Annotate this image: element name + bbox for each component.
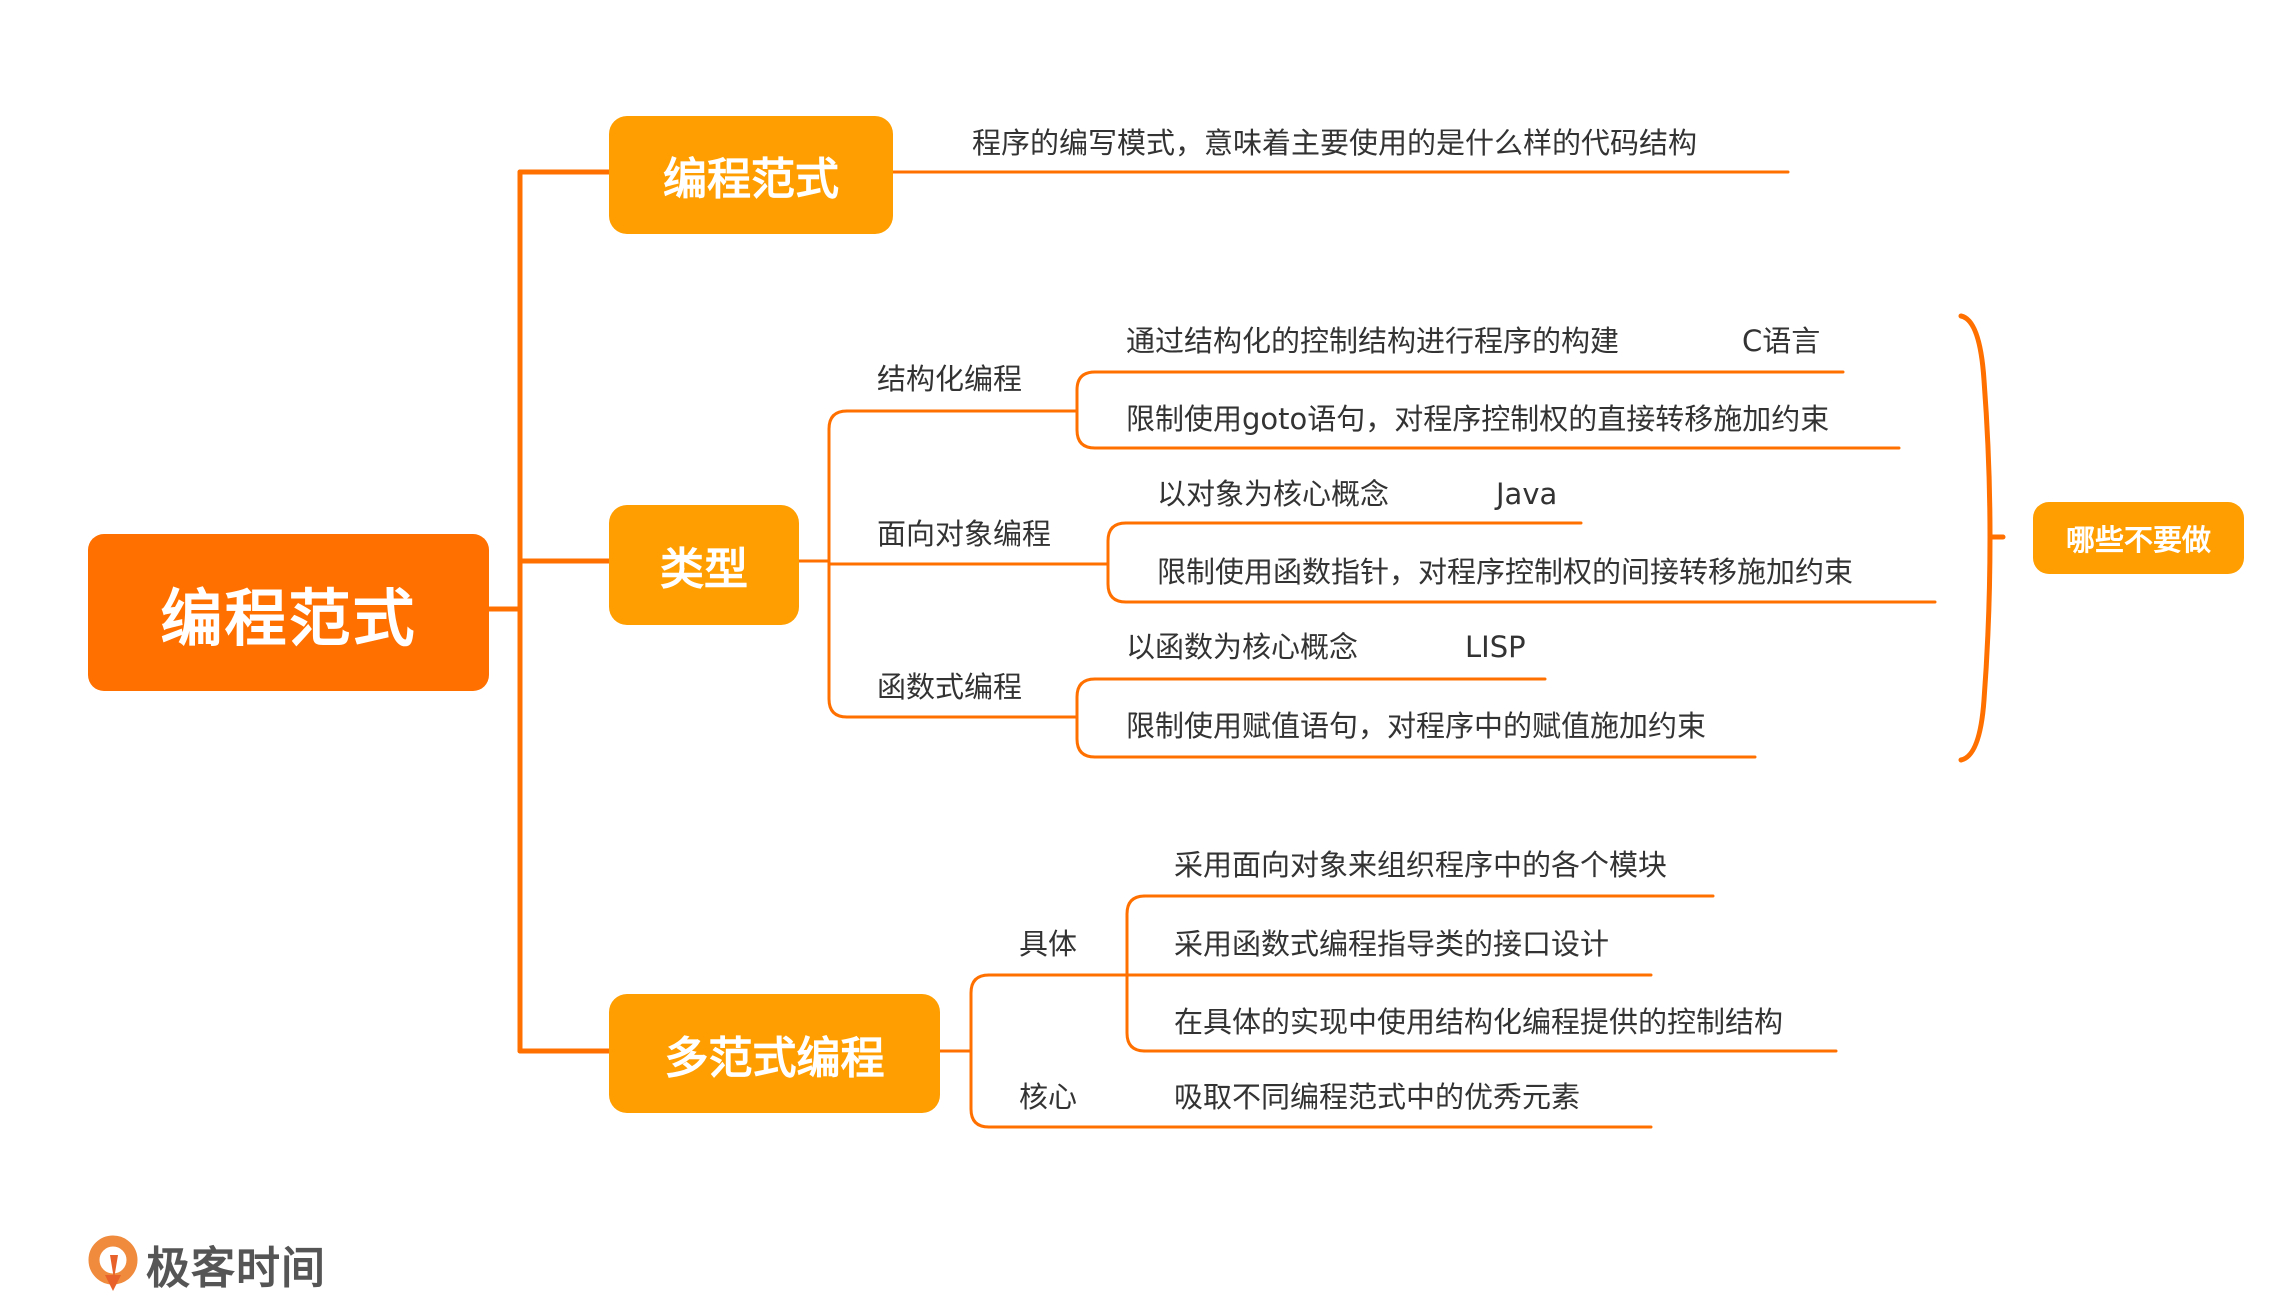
- brand-logo: 极客时间: [88, 1232, 326, 1296]
- branch-label: 编程范式: [663, 154, 839, 205]
- oop-example: Java: [1496, 477, 1558, 511]
- root-node[interactable]: 编程范式: [88, 534, 489, 691]
- oop-item-2: 限制使用函数指针，对程序控制权的间接转移施加约束: [1157, 555, 1854, 589]
- root-label: 编程范式: [160, 581, 417, 655]
- core-item-1: 吸取不同编程范式中的优秀元素: [1174, 1080, 1581, 1114]
- structured-item-2: 限制使用goto语句，对程序控制权的直接转移施加约束: [1126, 402, 1830, 436]
- functional-item-2: 限制使用赋值语句，对程序中的赋值施加约束: [1126, 709, 1707, 743]
- multi-label-core: 核心: [1019, 1080, 1078, 1114]
- connector-multi-vertical: [969, 973, 991, 1129]
- branch-label: 类型: [660, 544, 748, 595]
- type-label-functional: 函数式编程: [877, 670, 1023, 704]
- summary-brace: [1958, 313, 1993, 763]
- branch-node-paradigm[interactable]: 编程范式: [609, 116, 893, 234]
- type-label-structured: 结构化编程: [877, 362, 1023, 396]
- concrete-item-1: 采用面向对象来组织程序中的各个模块: [1174, 848, 1668, 882]
- branch-label: 多范式编程: [664, 1032, 885, 1084]
- connector-structured-items: [1075, 370, 1097, 450]
- functional-example: LISP: [1465, 630, 1526, 664]
- branch-node-types[interactable]: 类型: [609, 505, 799, 625]
- multi-label-concrete: 具体: [1019, 927, 1078, 961]
- concrete-item-2: 采用函数式编程指导类的接口设计: [1174, 927, 1610, 961]
- summary-node-what-not-to-do[interactable]: 哪些不要做: [2033, 502, 2244, 574]
- functional-item-1: 以函数为核心概念: [1126, 630, 1359, 664]
- summary-label: 哪些不要做: [2065, 523, 2211, 557]
- type-label-oop: 面向对象编程: [877, 517, 1052, 551]
- structured-example: C语言: [1742, 324, 1821, 358]
- brand-name: 极客时间: [146, 1243, 326, 1294]
- connector-oop-items: [1106, 521, 1128, 604]
- connector-functional-items: [1075, 677, 1097, 759]
- branch-node-multi-paradigm[interactable]: 多范式编程: [609, 994, 940, 1113]
- paradigm-description: 程序的编写模式，意味着主要使用的是什么样的代码结构: [972, 126, 1698, 160]
- oop-item-1: 以对象为核心概念: [1157, 477, 1390, 511]
- structured-item-1: 通过结构化的控制结构进行程序的构建: [1126, 324, 1620, 358]
- geektime-logo-icon: [88, 1235, 138, 1291]
- concrete-item-3: 在具体的实现中使用结构化编程提供的控制结构: [1174, 1005, 1784, 1039]
